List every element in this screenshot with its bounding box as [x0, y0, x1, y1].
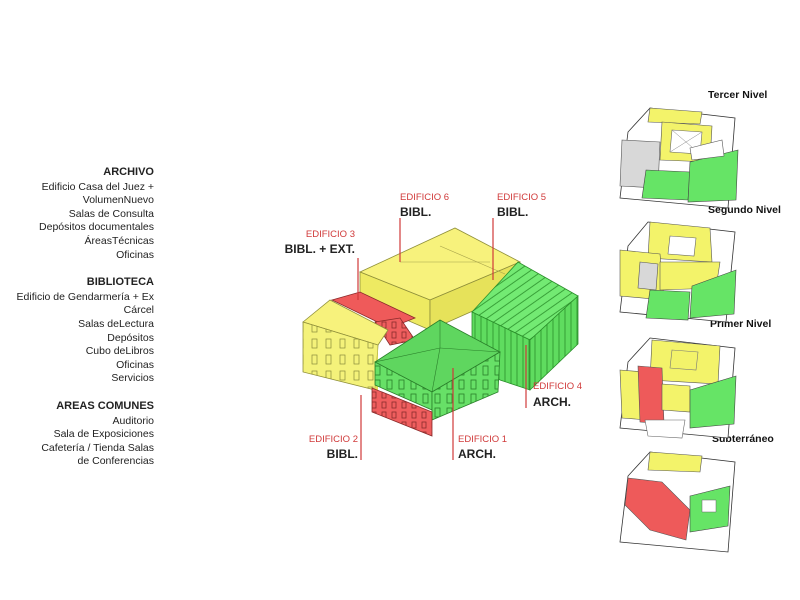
plan-segundo-nivel — [619, 221, 737, 323]
building-2-use: BIBL. — [327, 447, 358, 461]
building-5-name: EDIFICIO 5 — [497, 192, 546, 203]
legend-item: Cafetería / Tienda Salas — [41, 441, 154, 454]
legend-item: Sala de Exposiciones — [53, 428, 154, 441]
building-4-use: ARCH. — [533, 395, 571, 409]
plan-subterraneo — [619, 451, 736, 553]
legend-areas-title: AREAS COMUNES — [56, 399, 154, 412]
level-title-tercer: Tercer Nivel — [708, 89, 767, 101]
legend-item: Servicios — [111, 372, 154, 385]
legend-areas-comunes: AREAS COMUNES Auditorio Sala de Exposici… — [17, 400, 154, 469]
building-3-volume — [330, 291, 417, 346]
building-3-use: BIBL. + EXT. — [285, 242, 355, 256]
plan-tercer-nivel — [619, 107, 739, 209]
isometric-building-complex: EDIFICIO 3 BIBL. + EXT. EDIFICIO 6 BIBL.… — [285, 192, 582, 461]
legend-item: Oficinas — [116, 358, 154, 371]
legend-item: Salas deLectura — [78, 317, 154, 330]
building-6-use: BIBL. — [400, 205, 431, 219]
legend-item: Depósitos — [107, 331, 154, 344]
building-6-name: EDIFICIO 6 — [400, 192, 449, 203]
legend-archivo: ARCHIVO Edificio Casa del Juez + Volumen… — [17, 166, 154, 262]
building-1-name: EDIFICIO 1 — [458, 434, 507, 445]
building-6-volume — [358, 227, 521, 331]
legend-item: ÁreasTécnicas — [84, 234, 154, 247]
legend-item: Oficinas — [116, 248, 154, 261]
legend-item: VolumenNuevo — [82, 194, 154, 207]
level-plans: Tercer Nivel Segundo Nivel Primer Nivel … — [619, 89, 781, 553]
legend-biblioteca: BIBLIOTECA Edificio de Gendarmería + Ex … — [17, 276, 154, 386]
plan-primer-nivel — [619, 337, 737, 439]
building-4-volume — [471, 261, 579, 391]
legend-item: Cárcel — [123, 304, 154, 317]
legend-biblioteca-title: BIBLIOTECA — [86, 276, 154, 289]
legend-item: Auditorio — [112, 414, 154, 427]
building-1-use: ARCH. — [458, 447, 496, 461]
program-legend: ARCHIVO Edificio Casa del Juez + Volumen… — [17, 166, 154, 483]
building-5-use: BIBL. — [497, 205, 528, 219]
building-1-volume — [371, 319, 501, 437]
legend-item: Edificio de Gendarmería + Ex — [16, 290, 154, 303]
legend-item: Depósitos documentales — [39, 221, 154, 234]
legend-item: de Conferencias — [77, 455, 154, 468]
legend-item: Salas de Consulta — [68, 207, 154, 220]
building-2-name: EDIFICIO 2 — [309, 434, 358, 445]
legend-item: Cubo deLibros — [85, 345, 154, 358]
building-4-name: EDIFICIO 4 — [533, 381, 582, 392]
legend-item: Edificio Casa del Juez + — [41, 180, 154, 193]
building-3-name: EDIFICIO 3 — [306, 229, 355, 240]
legend-archivo-title: ARCHIVO — [103, 166, 154, 178]
